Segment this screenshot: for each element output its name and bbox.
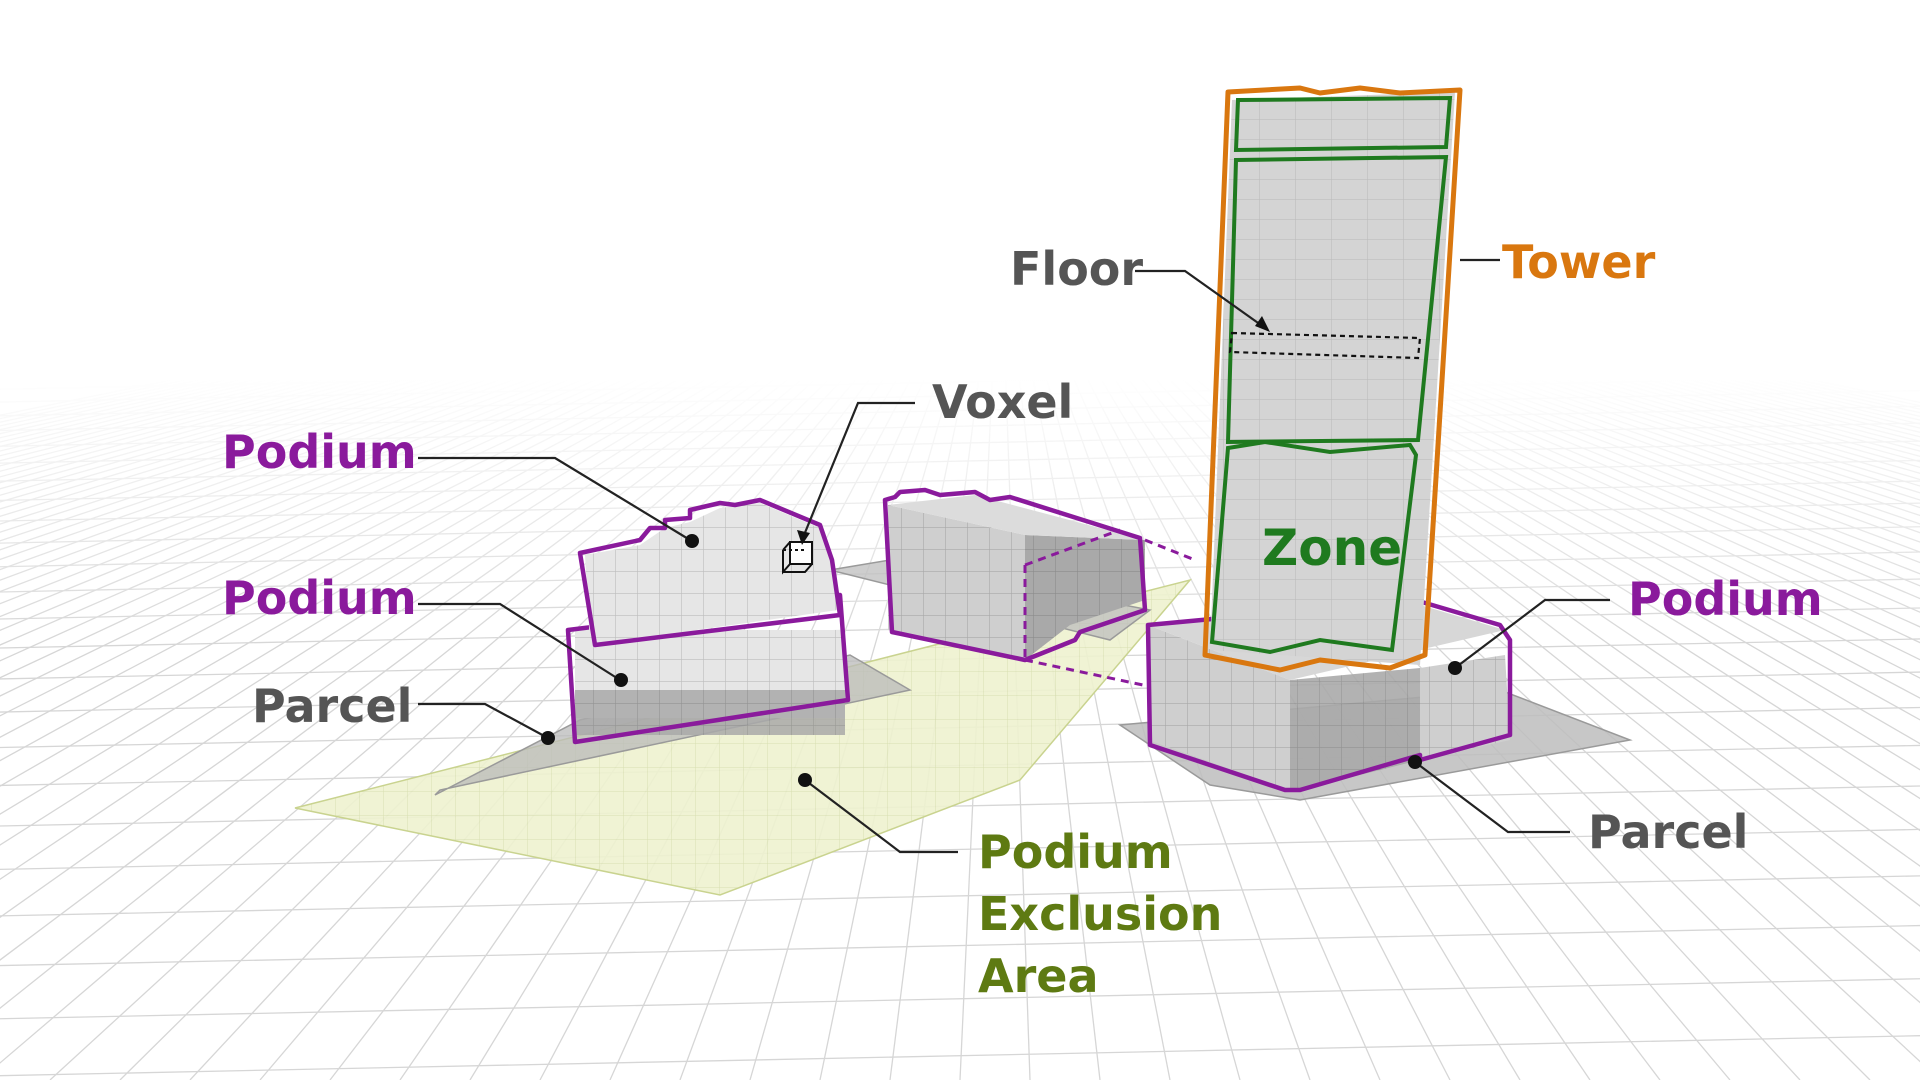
label-parcel-right: Parcel bbox=[1588, 805, 1748, 859]
voxel-arrow-icon bbox=[797, 530, 810, 545]
label-exclusion-line2: Exclusion bbox=[978, 887, 1222, 941]
leader-floor bbox=[1135, 269, 1269, 331]
podium-lower-left bbox=[565, 592, 851, 745]
zone-top bbox=[1233, 95, 1453, 153]
label-parcel-left: Parcel bbox=[252, 679, 412, 733]
leader-dot-icon bbox=[541, 534, 1462, 787]
label-podium-lower: Podium bbox=[222, 571, 417, 625]
floor-outline bbox=[1228, 331, 1422, 360]
label-tower: Tower bbox=[1502, 235, 1656, 289]
leader-podium-upper bbox=[418, 456, 691, 541]
label-floor: Floor bbox=[1010, 242, 1143, 296]
label-zone: Zone bbox=[1262, 519, 1402, 577]
podium-exclusion-area bbox=[294, 578, 1193, 896]
zone-lower bbox=[1209, 439, 1419, 655]
label-exclusion-line1: Podium bbox=[978, 825, 1173, 879]
label-podium-right: Podium bbox=[1628, 572, 1823, 626]
floor-arrow-icon bbox=[1255, 316, 1270, 332]
label-voxel: Voxel bbox=[932, 375, 1073, 429]
leader-voxel bbox=[800, 401, 915, 541]
podium-upper-left bbox=[577, 497, 843, 648]
leader-podium-lower bbox=[418, 602, 621, 681]
leader-parcel-left bbox=[418, 702, 549, 739]
podium-middle bbox=[882, 487, 1148, 663]
label-podium-upper: Podium bbox=[222, 425, 417, 479]
leader-parcel-right bbox=[1414, 761, 1570, 834]
leader-lines bbox=[418, 258, 1610, 854]
leader-podium-right bbox=[1454, 598, 1610, 669]
leader-exclusion bbox=[804, 779, 958, 854]
tower bbox=[1202, 85, 1463, 673]
label-exclusion-line3: Area bbox=[978, 949, 1099, 1003]
